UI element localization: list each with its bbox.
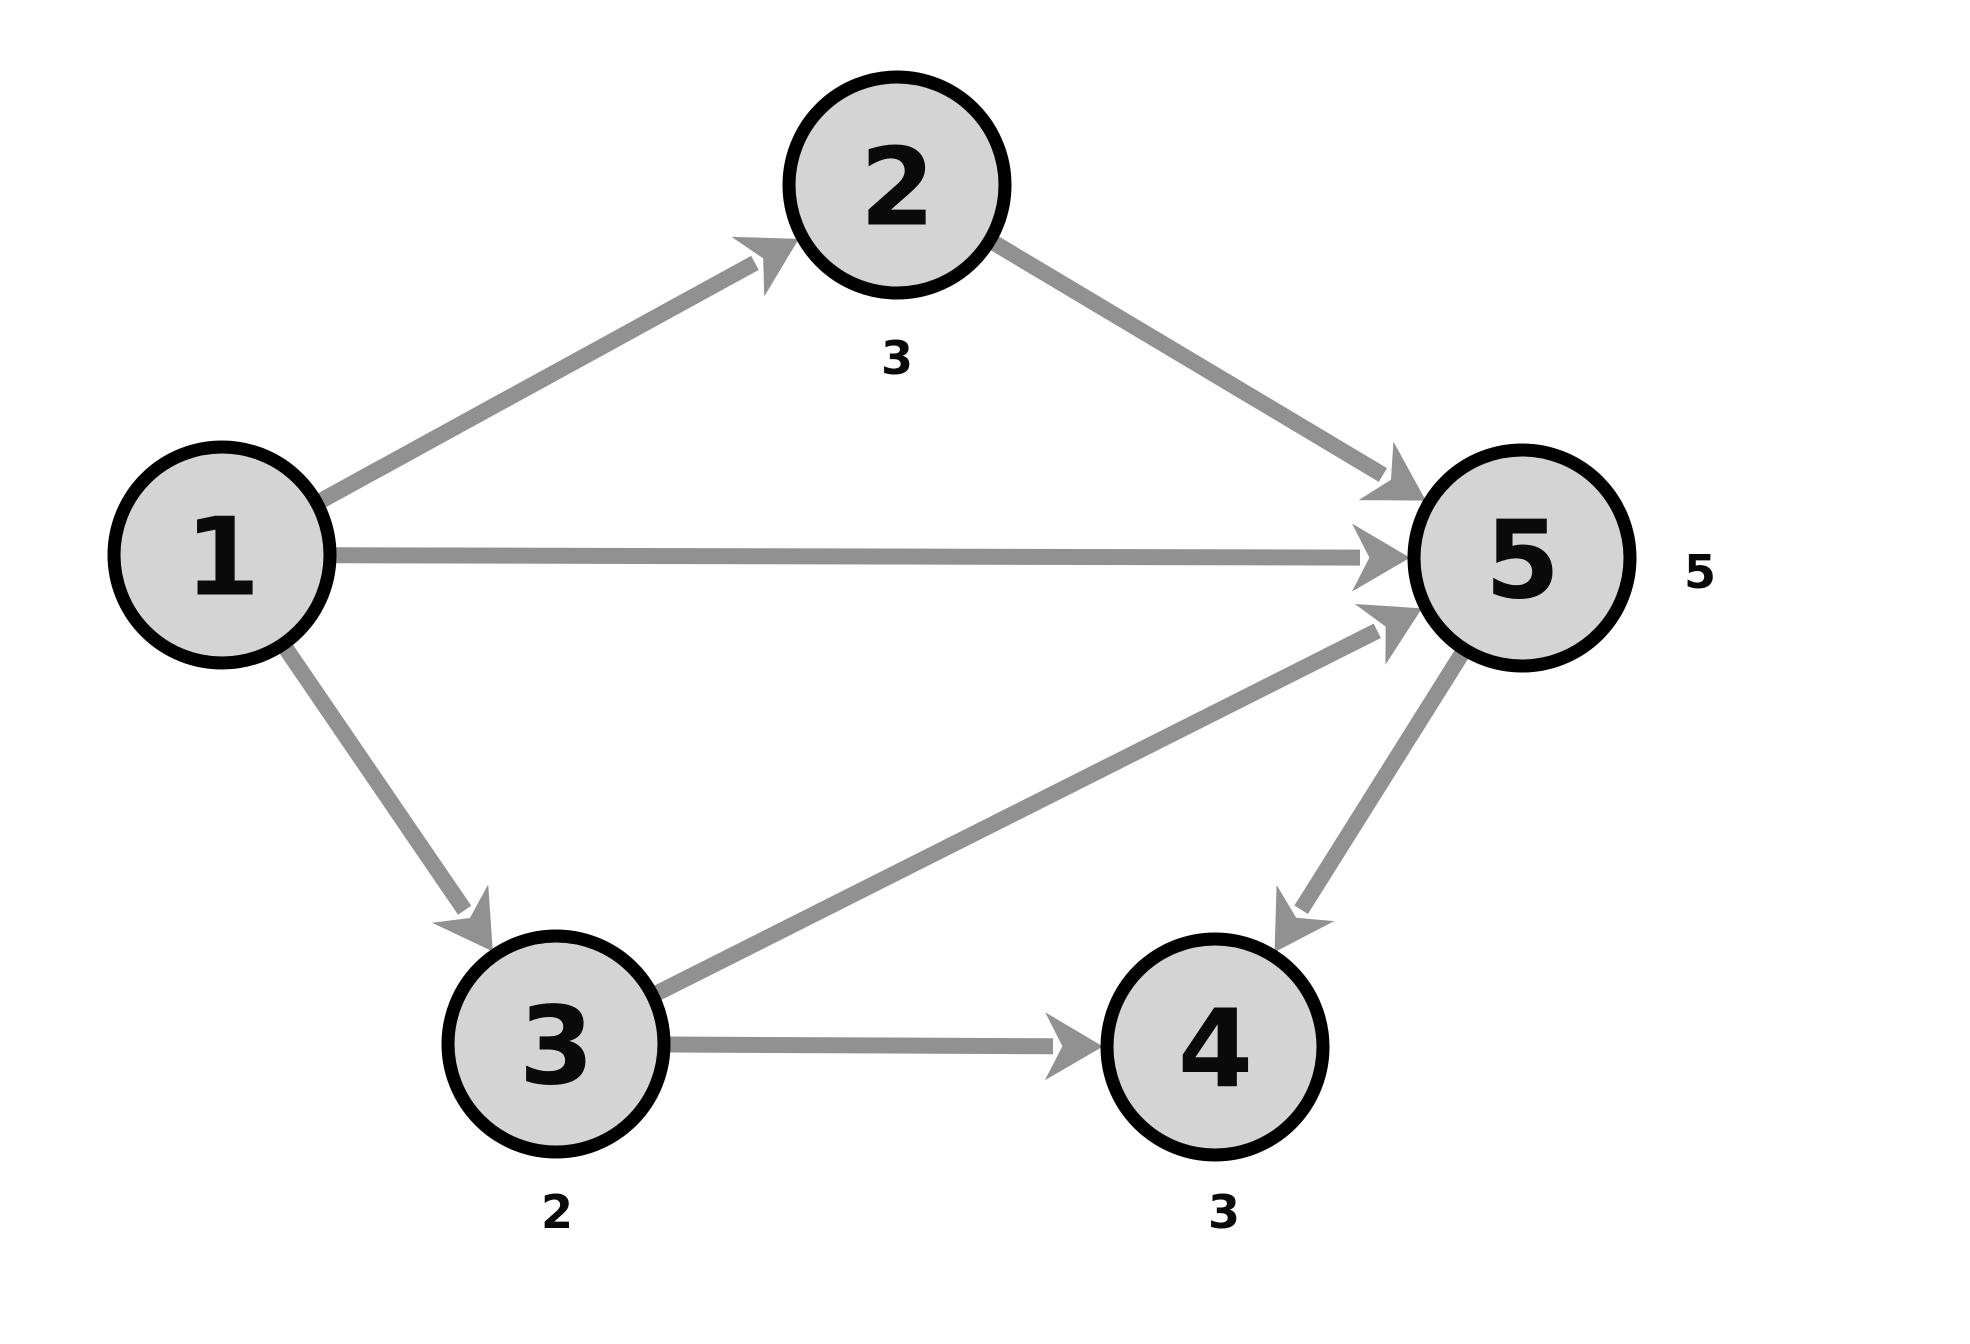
node-label-3: 3 [519,985,593,1110]
arrowhead-icon [432,884,493,952]
edge-3-to-5 [654,604,1422,1000]
node-circle-4[interactable] [1100,932,1330,1162]
node-5[interactable]: 5 [1407,443,1637,673]
side-labels-layer: 3 2 3 5 [541,331,1716,1239]
node-1[interactable]: 1 [107,440,337,670]
edge-5-to-4 [1274,650,1469,953]
node-circle-5[interactable] [1407,443,1637,673]
node-label-1: 1 [185,496,259,621]
edge-shaft [669,1036,1054,1055]
edge-1-to-3 [279,644,493,952]
edge-shaft [990,236,1387,482]
node-4[interactable]: 4 [1100,932,1330,1162]
edge-2-to-5 [990,236,1426,501]
node-circle-3[interactable] [441,929,671,1159]
arrowhead-icon [1358,441,1426,501]
node-weight-label-2: 3 [881,331,913,385]
arrowhead-icon [1351,523,1410,592]
edge-shaft [335,547,1361,566]
arrowhead-icon [1354,604,1422,665]
node-3[interactable]: 3 [441,929,671,1159]
node-label-2: 2 [860,126,934,251]
arrowhead-icon [1274,884,1335,953]
node-label-5: 5 [1485,499,1559,624]
node-circle-2[interactable] [782,70,1012,300]
node-weight-label-5: 5 [1684,545,1716,599]
edge-1-to-2 [318,236,799,508]
edge-shaft [279,644,472,915]
edge-1-to-5 [335,523,1410,592]
arrowhead-icon [731,236,799,297]
node-2[interactable]: 2 [782,70,1012,300]
edges-layer [279,236,1469,1081]
arrowhead-icon [1044,1012,1103,1081]
nodes-layer: 1 2 3 4 5 [107,70,1637,1162]
node-label-4: 4 [1178,988,1252,1113]
edge-shaft [1294,650,1469,915]
edge-3-to-4 [669,1012,1103,1081]
edge-shaft [654,623,1381,1000]
node-circle-1[interactable] [107,440,337,670]
node-weight-label-3: 2 [541,1185,573,1239]
edge-shaft [318,255,759,508]
node-weight-label-4: 3 [1208,1185,1240,1239]
